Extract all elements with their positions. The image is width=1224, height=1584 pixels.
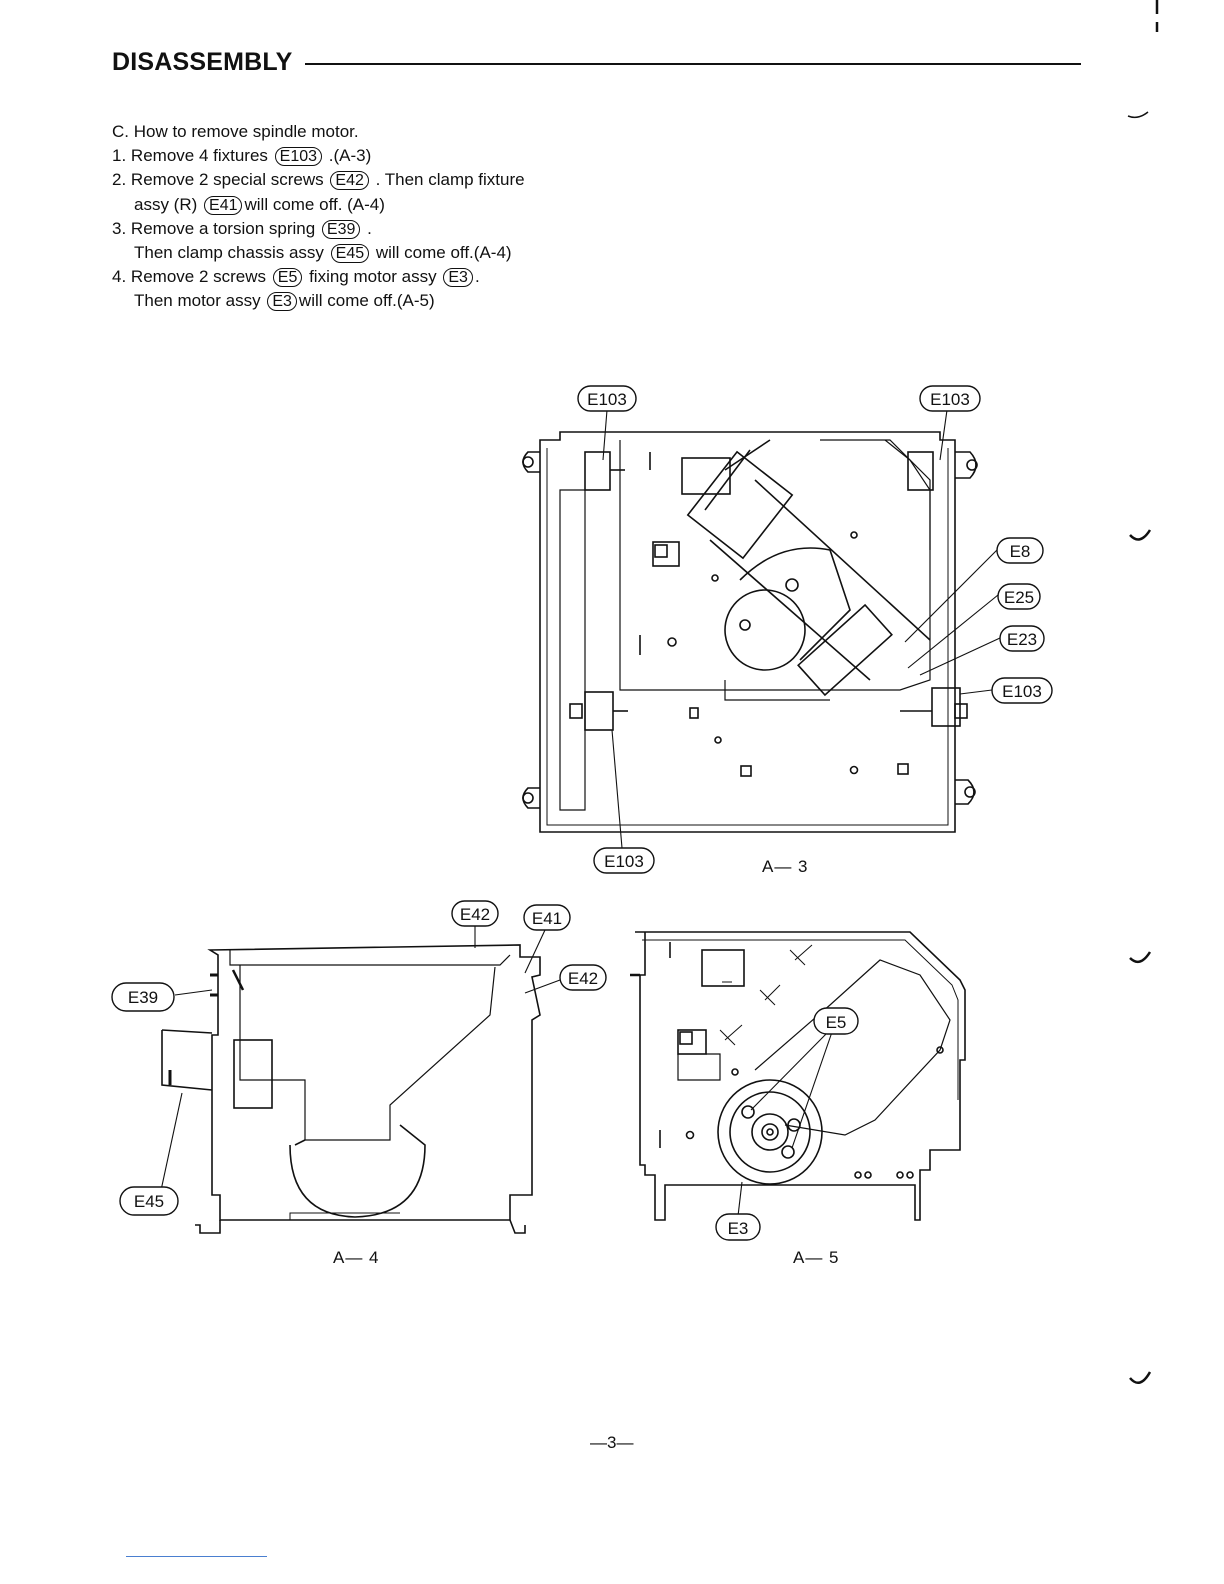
part-ref-e3-second: E3 bbox=[267, 292, 297, 312]
figure-label-a3: A— 3 bbox=[762, 857, 809, 876]
part-ref-e39: E39 bbox=[321, 219, 361, 239]
callout-e25: E25 bbox=[1004, 588, 1034, 607]
page-title: DISASSEMBLY bbox=[112, 48, 293, 76]
callout-e8: E8 bbox=[1010, 542, 1031, 561]
figure-a4: E42 E41 E42 E39 E45 bbox=[111, 900, 607, 1234]
callout-e41: E41 bbox=[532, 909, 562, 928]
part-ref-e5: E5 bbox=[272, 268, 303, 288]
callout-e42-top: E42 bbox=[460, 905, 490, 924]
right-edge-marks bbox=[1127, 0, 1159, 1385]
part-ref-e103: E103 bbox=[274, 147, 323, 167]
callout-e103-top-right: E103 bbox=[930, 390, 970, 409]
instruction-block: C. How to remove spindle motor. 1. Remov… bbox=[112, 120, 525, 314]
part-ref-e3: E3 bbox=[443, 268, 473, 288]
figure-label-a4: A— 4 bbox=[333, 1248, 380, 1267]
step-3-continued: Then clamp chassis assy E45 will come of… bbox=[134, 243, 512, 264]
step-3: 3. Remove a torsion spring E39 . bbox=[112, 218, 372, 239]
step-2: 2. Remove 2 special screws E42 . Then cl… bbox=[112, 170, 525, 191]
callout-e103-right: E103 bbox=[1002, 682, 1042, 701]
page-number: —3— bbox=[590, 1433, 634, 1452]
callout-e45: E45 bbox=[134, 1192, 164, 1211]
step-1: 1. Remove 4 fixtures E103 .(A-3) bbox=[112, 146, 372, 167]
callout-e103-top-left: E103 bbox=[587, 390, 627, 409]
step-4: 4. Remove 2 screws E5 fixing motor assy … bbox=[112, 267, 480, 288]
part-ref-e41: E41 bbox=[204, 195, 243, 215]
title-rule bbox=[305, 63, 1081, 65]
part-ref-e45: E45 bbox=[330, 244, 370, 264]
figure-a3: E103 E103 E8 E25 E23 E103 E103 bbox=[522, 385, 1053, 874]
callout-e42-right: E42 bbox=[568, 969, 598, 988]
callout-e23: E23 bbox=[1007, 630, 1037, 649]
callout-e5: E5 bbox=[826, 1013, 847, 1032]
bottom-link-rule bbox=[126, 1556, 267, 1557]
callout-e39: E39 bbox=[128, 988, 158, 1007]
part-ref-e42: E42 bbox=[330, 171, 369, 191]
section-title: C. How to remove spindle motor. bbox=[112, 122, 359, 141]
figure-a5: E5 E3 bbox=[630, 931, 966, 1241]
callout-e3: E3 bbox=[728, 1219, 749, 1238]
callout-e103-bottom: E103 bbox=[604, 852, 644, 871]
figure-label-a5: A— 5 bbox=[793, 1248, 840, 1267]
